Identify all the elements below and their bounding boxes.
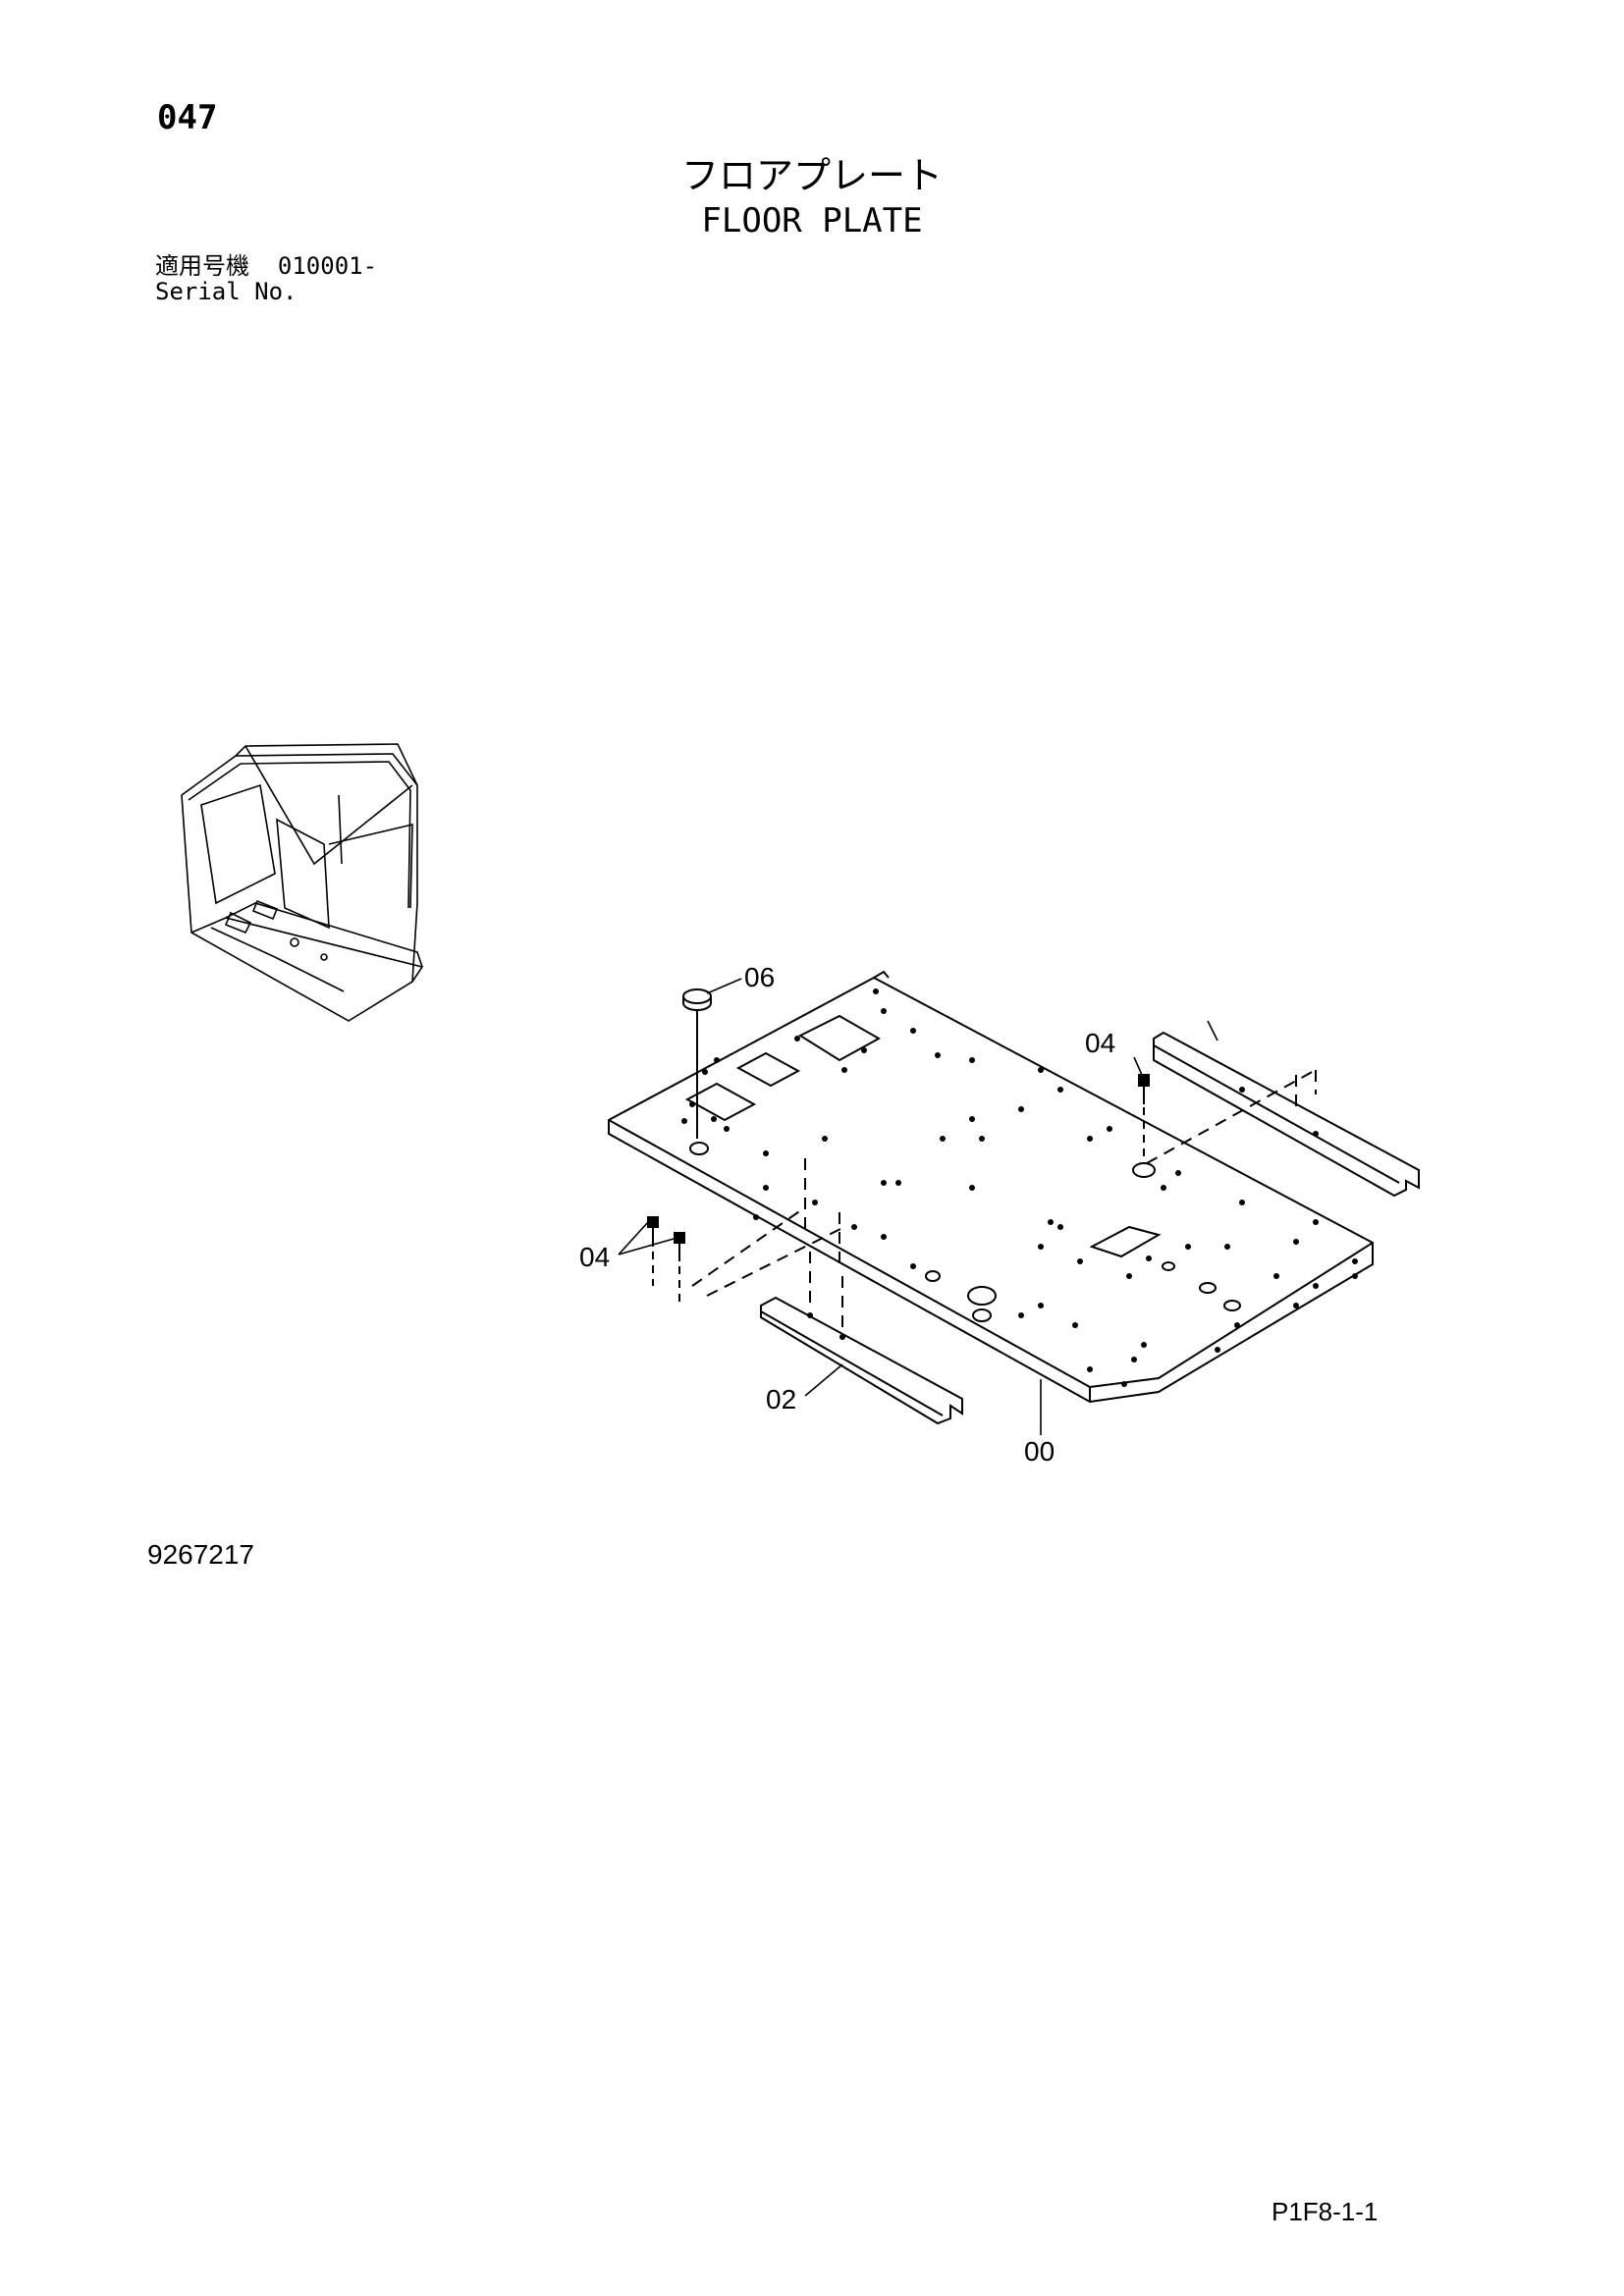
rear-rail-edge (1153, 1044, 1400, 1184)
cab-floor-hole-2 (320, 953, 328, 961)
bolt-left-head-2 (674, 1232, 685, 1244)
cab-roof-diagonal (244, 745, 413, 866)
serial-label-en: Serial No. (155, 278, 298, 305)
assembly-line-left-2 (706, 1226, 845, 1297)
plate-bolt-holes (681, 988, 1358, 1387)
plate-hole-5 (1223, 1300, 1241, 1311)
cab-door-window (276, 818, 330, 930)
callout-plate: 00 (1024, 1436, 1055, 1467)
bolt-right-head (1138, 1074, 1150, 1087)
floor-plate-notch (873, 970, 890, 979)
floor-plate-outline (608, 976, 1374, 1404)
title-japanese: フロアプレート (680, 154, 943, 197)
assembly-line-left (691, 1206, 806, 1287)
title-english: FLOOR PLATE (701, 201, 923, 240)
leader-plug (706, 978, 742, 994)
serial-block: 適用号機 010001- Serial No. (155, 253, 377, 304)
floor-plate (608, 970, 1374, 1404)
front-rail-edge (760, 1310, 944, 1416)
bolt-left (647, 1216, 685, 1308)
cab-outline-inner (188, 761, 411, 909)
cab-side-window (200, 783, 276, 905)
leader-bolt-right (1133, 1056, 1143, 1076)
cab-floor-line (210, 927, 345, 992)
cab-front-frame (328, 823, 413, 909)
plate-hole-2 (972, 1308, 992, 1322)
leader-bolt-left-2 (618, 1238, 675, 1255)
bolt-right (1138, 1074, 1150, 1163)
rear-rail-outline (1153, 1031, 1420, 1198)
callout-bolt-left: 04 (579, 1242, 610, 1272)
cab-floor-edge (190, 917, 424, 983)
bolt-left-head-1 (647, 1216, 659, 1228)
plug-body (682, 996, 712, 1011)
plate-hole (689, 1142, 709, 1155)
plate-hole-large-2 (967, 1286, 997, 1306)
callout-bolt-right: 04 (1085, 1028, 1115, 1058)
serial-label-jp: 適用号機 (155, 252, 249, 280)
assembly-line-rear (1146, 1069, 1317, 1164)
front-rail (760, 1296, 963, 1425)
cab-floor-cutout (224, 911, 252, 934)
rear-rail (1153, 1031, 1420, 1198)
callout-front-rail: 02 (766, 1384, 796, 1415)
drawing-number: 9267217 (147, 1539, 255, 1570)
leader-lines (618, 978, 1218, 1435)
cab-roof-edge (235, 743, 418, 786)
cab-floor-cutout-2 (251, 899, 279, 921)
cab-overview-illustration (181, 743, 424, 1022)
plate-slot (1089, 1225, 1162, 1258)
front-rail-outline (760, 1296, 963, 1425)
assembly-lines (691, 1069, 1317, 1335)
plate-cutout-3 (684, 1082, 757, 1122)
cab-outline (181, 753, 418, 1022)
plate-cutout-2 (735, 1051, 801, 1088)
front-rail-holes (807, 1312, 845, 1340)
page-code: P1F8-1-1 (1272, 2197, 1379, 2226)
callout-plug: 06 (744, 962, 775, 992)
cab-floor-edge-inner (225, 902, 423, 968)
rear-rail-holes (1239, 1087, 1319, 1137)
plate-cutout-1 (797, 1014, 882, 1062)
plate-hole-3 (925, 1270, 941, 1282)
leader-rear-rail (1207, 1020, 1218, 1041)
plate-hole-4 (1199, 1282, 1217, 1294)
leader-bolt-left-1 (618, 1221, 649, 1255)
leader-front-rail (804, 1363, 843, 1397)
cab-pillar (338, 794, 343, 865)
cab-floor-hole (290, 937, 299, 947)
plug-top (682, 988, 712, 1004)
plug (682, 988, 712, 1139)
page-number: 047 (157, 98, 218, 137)
plate-hole-6 (1162, 1261, 1175, 1271)
serial-row-jp: 適用号機 010001- (155, 253, 377, 279)
serial-value: 010001- (277, 252, 378, 280)
plate-hole-large (1132, 1162, 1156, 1178)
